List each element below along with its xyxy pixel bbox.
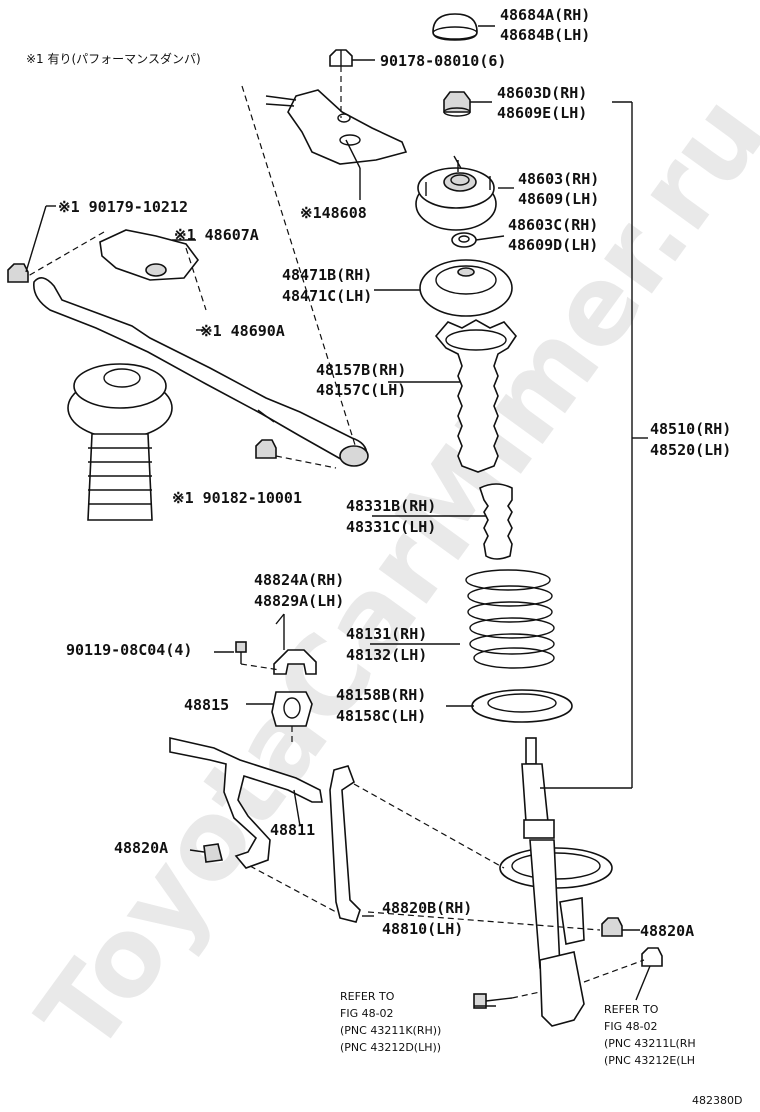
label-48608: ※148608 — [300, 204, 367, 222]
label-48810: 48810(LH) — [382, 920, 463, 938]
label-48690a: ※1 48690A — [200, 322, 285, 340]
stabilizer-bar-part — [169, 736, 323, 869]
label-48603d: 48603D(RH) — [497, 84, 587, 102]
refer-left-line-1: REFER TO — [340, 990, 395, 1003]
label-48820b: 48820B(RH) — [382, 899, 472, 917]
nut-48603d-part — [443, 91, 471, 117]
stabilizer-bushing-part — [271, 691, 313, 727]
bracket-48608-part — [265, 89, 463, 171]
label-90119: 90119-08C04(4) — [66, 641, 192, 659]
label-90179: ※1 90179-10212 — [58, 198, 188, 216]
label-48520: 48520(LH) — [650, 441, 731, 459]
refer-right-line-4: (PNC 43212E(LH — [604, 1054, 695, 1067]
nut-90179-part — [7, 263, 29, 283]
nut-90182-part — [255, 439, 277, 459]
bolt-90119-part — [235, 641, 247, 664]
label-48331b: 48331B(RH) — [346, 497, 436, 515]
label-48603: 48603(RH) — [518, 170, 599, 188]
performance-damper-note: ※1 有り(パフォーマンスダンパ) — [26, 51, 201, 66]
refer-right-line-2: FIG 48-02 — [604, 1020, 658, 1033]
assembly-lines — [27, 66, 645, 999]
label-48609: 48609(LH) — [518, 190, 599, 208]
strut-mount-part — [415, 160, 497, 231]
nut-90178-part — [329, 49, 353, 67]
label-48331c: 48331C(LH) — [346, 518, 436, 536]
label-90182: ※1 90182-10001 — [172, 489, 302, 507]
refer-right-line-1: REFER TO — [604, 1003, 659, 1016]
refer-left-line-2: FIG 48-02 — [340, 1007, 394, 1020]
damper-48690a-part — [33, 277, 369, 467]
label-48157c: 48157C(LH) — [316, 381, 406, 399]
lower-spring-seat-part — [471, 689, 573, 723]
label-48684a: 48684A(RH) — [500, 6, 590, 24]
nut-48820a-right-part — [601, 917, 623, 937]
label-48609e: 48609E(LH) — [497, 104, 587, 122]
bushing-48820a-left-part — [203, 843, 223, 863]
washer-48603c-part — [451, 232, 477, 248]
refer-bolt-part — [473, 993, 513, 1009]
label-48820a-right: 48820A — [640, 922, 694, 940]
label-48684b: 48684B(LH) — [500, 26, 590, 44]
label-48471b: 48471B(RH) — [282, 266, 372, 284]
label-48471c: 48471C(LH) — [282, 287, 372, 305]
label-48157b: 48157B(RH) — [316, 361, 406, 379]
refer-left-line-3: (PNC 43211K(RH)) — [340, 1024, 441, 1037]
bracket-48607a-part — [99, 229, 200, 281]
strut-absorber-part — [499, 737, 613, 1027]
label-48811: 48811 — [270, 821, 315, 839]
label-48820a-left: 48820A — [114, 839, 168, 857]
label-48607a: ※1 48607A — [174, 226, 259, 244]
label-48815: 48815 — [184, 696, 229, 714]
bump-boot-part — [434, 319, 518, 473]
stabilizer-bracket-part — [273, 649, 317, 675]
refer-left-line-4: (PNC 43212D(LH)) — [340, 1041, 441, 1054]
stabilizer-link-part — [329, 765, 361, 923]
coil-spring-part — [465, 569, 555, 669]
label-48829a: 48829A(LH) — [254, 592, 344, 610]
label-48158c: 48158C(LH) — [336, 707, 426, 725]
diagram-id: 482380D — [692, 1094, 742, 1107]
refer-right-line-3: (PNC 43211L(RH — [604, 1037, 696, 1050]
label-48824a: 48824A(RH) — [254, 571, 344, 589]
upper-spring-seat-part — [419, 259, 513, 317]
label-48158b: 48158B(RH) — [336, 686, 426, 704]
label-90178: 90178-08010(6) — [380, 52, 506, 70]
label-48510: 48510(RH) — [650, 420, 731, 438]
leader-lines — [25, 25, 651, 1007]
strut-cap-part — [432, 13, 478, 41]
bound-bumper-part — [479, 483, 513, 560]
label-48132: 48132(LH) — [346, 646, 427, 664]
strut-assembly-side-part — [67, 363, 173, 521]
refer-nut-part — [641, 947, 663, 967]
label-48609d: 48609D(LH) — [508, 236, 598, 254]
label-48131: 48131(RH) — [346, 625, 427, 643]
label-48603c: 48603C(RH) — [508, 216, 598, 234]
